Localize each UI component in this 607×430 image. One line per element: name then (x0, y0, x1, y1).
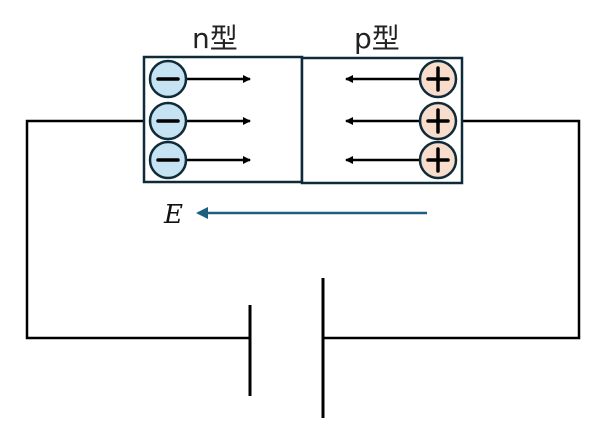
circuit-wire (25, 119, 581, 340)
electric-field-label: E (163, 200, 183, 230)
p-type-label: p型 (354, 22, 400, 55)
n-type-label: n型 (192, 22, 238, 55)
